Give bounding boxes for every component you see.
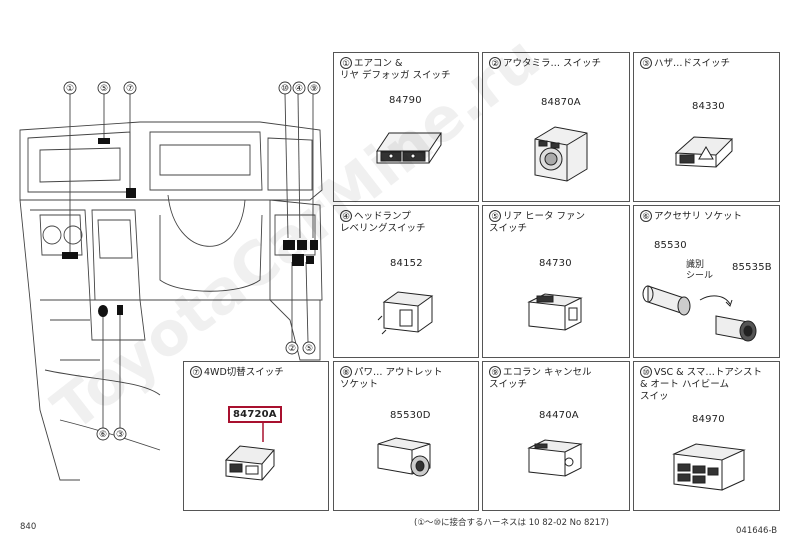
callout-top-7: ⑦ <box>126 84 134 94</box>
callout-top-4: ④ <box>295 84 303 94</box>
power-outlet-socket-image <box>377 437 431 477</box>
line-to-switch <box>262 422 264 442</box>
footer-harness-note: (①〜⑩に接合するハーネスは 10 82-02 No 8217) <box>414 518 609 528</box>
outer-mirror-switch-image <box>534 126 588 182</box>
callout-top-9: ⑨ <box>310 84 318 94</box>
identification-seal-label: 識別 シール <box>686 260 714 281</box>
aircon-switch-image <box>376 132 442 164</box>
callout-bottom-5: ⑤ <box>305 344 313 354</box>
4wd-switch-image <box>224 445 275 481</box>
part-number-84470A[interactable]: 84470A <box>539 410 579 421</box>
hazard-switch-image <box>674 136 734 168</box>
part-number-84330[interactable]: 84330 <box>692 101 725 112</box>
callout-top-10: ⑩ <box>281 84 289 94</box>
footer-page-code: 840 <box>20 522 37 532</box>
rear-heater-fan-switch-image <box>527 293 583 331</box>
callout-top-5: ⑤ <box>100 84 108 94</box>
accessory-socket-image <box>642 285 757 342</box>
footer-illustration-id: 041646-B <box>736 526 778 536</box>
part-number-85535B[interactable]: 85535B <box>732 262 772 273</box>
part-number-84730[interactable]: 84730 <box>539 258 572 269</box>
callout-bottom-3: ③ <box>116 430 124 440</box>
callout-bottom-2: ② <box>288 344 296 354</box>
part-number-84152[interactable]: 84152 <box>390 258 423 269</box>
part-number-84970[interactable]: 84970 <box>692 414 725 425</box>
part-number-85530D[interactable]: 85530D <box>390 410 431 421</box>
vsc-smart-assist-switch-image <box>672 443 746 491</box>
eco-run-cancel-switch-image <box>527 439 583 477</box>
headlamp-leveling-switch-image <box>377 291 434 335</box>
callout-bottom-6: ⑥ <box>99 430 107 440</box>
callout-top-1: ① <box>66 84 74 94</box>
part-number-84870A[interactable]: 84870A <box>541 97 581 108</box>
part-number-84790[interactable]: 84790 <box>389 95 422 106</box>
part-number-85530[interactable]: 85530 <box>654 240 687 251</box>
part-number-84720A[interactable]: 84720A <box>228 406 282 423</box>
